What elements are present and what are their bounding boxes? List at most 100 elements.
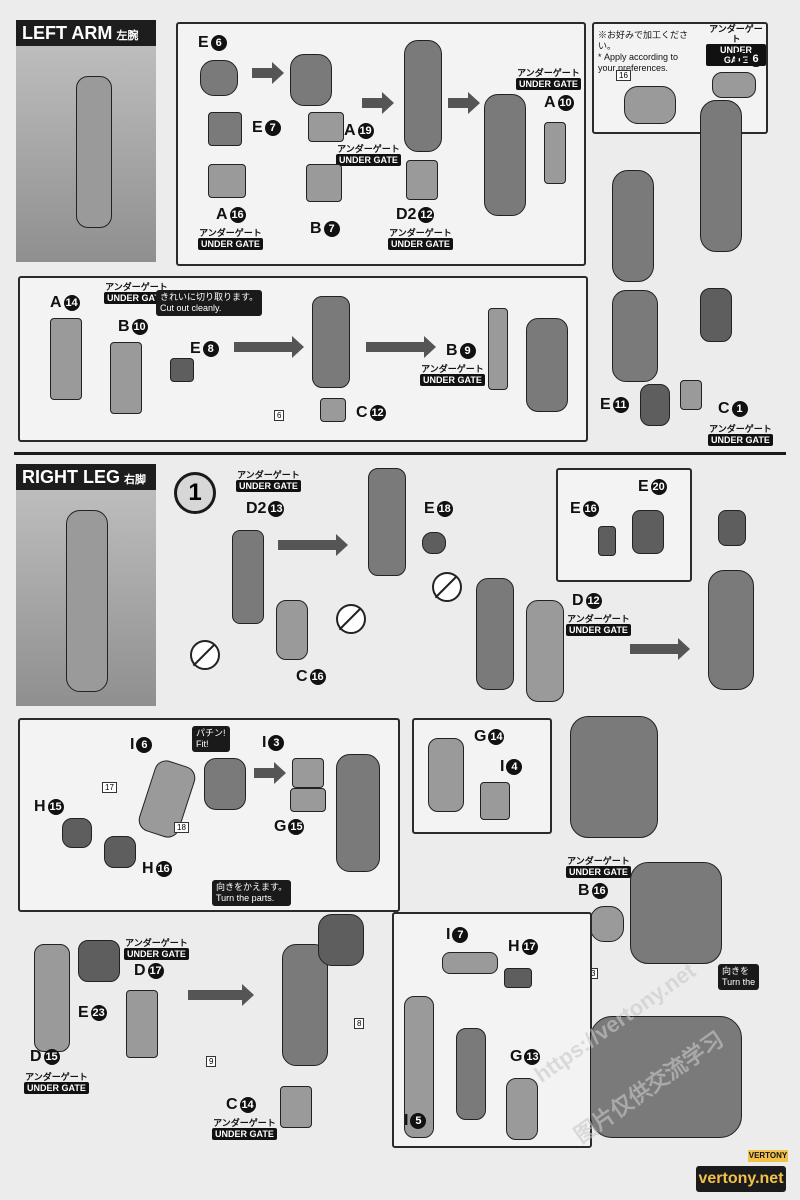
arrow — [188, 984, 254, 1006]
part-e6 — [200, 60, 238, 96]
right-leg-reference-image — [16, 490, 156, 706]
part-c16 — [276, 600, 308, 660]
part-i3 — [292, 758, 324, 788]
part-d12 — [526, 600, 564, 702]
part-a19 — [308, 112, 344, 142]
part-d17 — [126, 990, 158, 1058]
part-a16 — [208, 164, 246, 198]
step-number-1: 1 — [174, 472, 216, 514]
part-i3b — [290, 788, 326, 812]
arrow — [448, 92, 480, 114]
assembly-1 — [290, 54, 332, 106]
part-b6 — [712, 72, 756, 98]
part-d2-13 — [232, 530, 264, 624]
ankle-assembly — [630, 862, 722, 964]
part-e18 — [422, 532, 446, 554]
thigh-assembly — [282, 944, 328, 1066]
arrow — [252, 62, 284, 84]
arrow — [278, 534, 348, 556]
part-a14 — [50, 318, 82, 400]
arm-assembly-upper — [612, 170, 654, 282]
part-h15 — [62, 818, 92, 848]
forearm-joint — [700, 288, 732, 342]
left-arm-reference-image — [16, 46, 156, 262]
no-icon — [190, 640, 220, 670]
runner-ref-16: 16 — [616, 70, 631, 81]
fit-callout: パチン!Fit! — [192, 726, 230, 752]
part-b16 — [590, 906, 624, 942]
part-g13 — [506, 1078, 538, 1140]
part-g13-mid — [456, 1028, 486, 1120]
runner-ref-8: 8 — [354, 1018, 365, 1029]
arm-illustration — [76, 76, 112, 228]
leg-final-assembly — [590, 1016, 742, 1138]
armor-piece — [624, 86, 676, 124]
runner-ref-9: 9 — [206, 1056, 217, 1067]
part-e16 — [598, 526, 616, 556]
forearm-assembly-1 — [312, 296, 350, 388]
forearm-assembly-2 — [526, 318, 568, 412]
runner-ref-6: 6 — [274, 410, 285, 421]
part-i7 — [442, 952, 498, 974]
preference-note: ※お好みで加工ください。* Apply according to your pr… — [598, 30, 689, 73]
part-c14 — [280, 1086, 312, 1128]
arrow — [254, 762, 286, 784]
arrow — [366, 336, 436, 358]
no-icon — [336, 604, 366, 634]
assembly-fit — [204, 758, 246, 810]
knee-joint — [718, 510, 746, 546]
leg-assembly-3 — [708, 570, 754, 690]
part-g14 — [428, 738, 464, 812]
hip-joint — [318, 914, 364, 966]
no-icon — [432, 572, 462, 602]
arrow — [630, 638, 690, 660]
part-d15 — [34, 944, 70, 1052]
vertony-logo: vertony.net — [696, 1166, 786, 1192]
part-e8 — [170, 358, 194, 382]
section-divider — [14, 452, 786, 455]
part-b10 — [110, 342, 142, 414]
arrow — [234, 336, 304, 358]
